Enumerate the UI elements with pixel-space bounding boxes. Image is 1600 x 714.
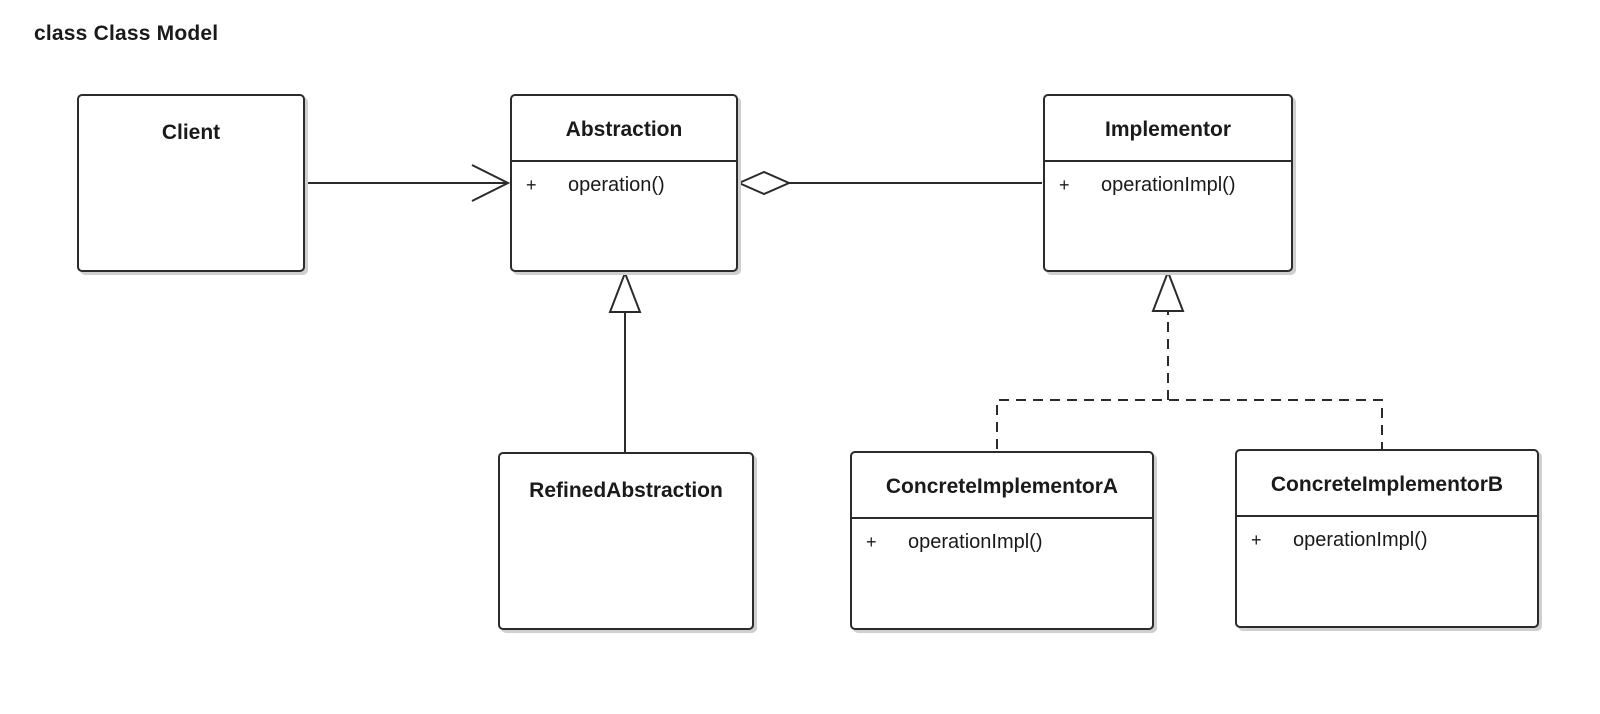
operation-row[interactable]: + operationImpl() <box>1059 172 1291 198</box>
generalization-refined-abstraction[interactable] <box>608 270 642 452</box>
operation-signature: operation() <box>568 174 665 196</box>
operations-compartment: + operationImpl() <box>1045 162 1291 198</box>
realization-dashed-branch <box>996 399 1383 449</box>
visibility-marker: + <box>866 532 877 552</box>
operation-row[interactable]: + operationImpl() <box>1251 527 1537 553</box>
association-client-abstraction[interactable] <box>306 164 511 202</box>
diagram-title: class Class Model <box>34 22 219 45</box>
class-client[interactable]: Client <box>77 94 305 272</box>
visibility-marker: + <box>526 175 537 195</box>
realization-implementor[interactable] <box>996 269 1383 449</box>
class-abstraction[interactable]: Abstraction + operation() <box>510 94 738 272</box>
class-implementor[interactable]: Implementor + operationImpl() <box>1043 94 1293 272</box>
class-name: ConcreteImplementorA <box>852 453 1152 519</box>
operations-compartment: + operationImpl() <box>1237 517 1537 553</box>
operation-signature: operationImpl() <box>1293 529 1428 551</box>
hollow-triangle-arrowhead <box>1151 269 1185 312</box>
aggregation-abstraction-implementor[interactable] <box>736 170 1042 196</box>
operation-signature: operationImpl() <box>908 531 1043 553</box>
class-concrete-implementor-b[interactable]: ConcreteImplementorB + operationImpl() <box>1235 449 1539 628</box>
open-arrowhead <box>471 164 511 202</box>
class-name: RefinedAbstraction <box>529 479 723 502</box>
class-concrete-implementor-a[interactable]: ConcreteImplementorA + operationImpl() <box>850 451 1154 630</box>
operations-compartment: + operationImpl() <box>852 519 1152 555</box>
operation-row[interactable]: + operationImpl() <box>866 529 1152 555</box>
class-name: ConcreteImplementorB <box>1237 451 1537 517</box>
aggregation-diamond <box>736 170 792 196</box>
class-name: Client <box>161 121 221 144</box>
hollow-triangle-arrowhead <box>608 270 642 313</box>
class-refined-abstraction[interactable]: RefinedAbstraction <box>498 452 754 630</box>
operations-compartment: + operation() <box>512 162 736 198</box>
operation-signature: operationImpl() <box>1101 174 1236 196</box>
visibility-marker: + <box>1251 530 1262 550</box>
class-name: Implementor <box>1045 96 1291 162</box>
operation-row[interactable]: + operation() <box>526 172 736 198</box>
class-name: Abstraction <box>512 96 736 162</box>
visibility-marker: + <box>1059 175 1070 195</box>
